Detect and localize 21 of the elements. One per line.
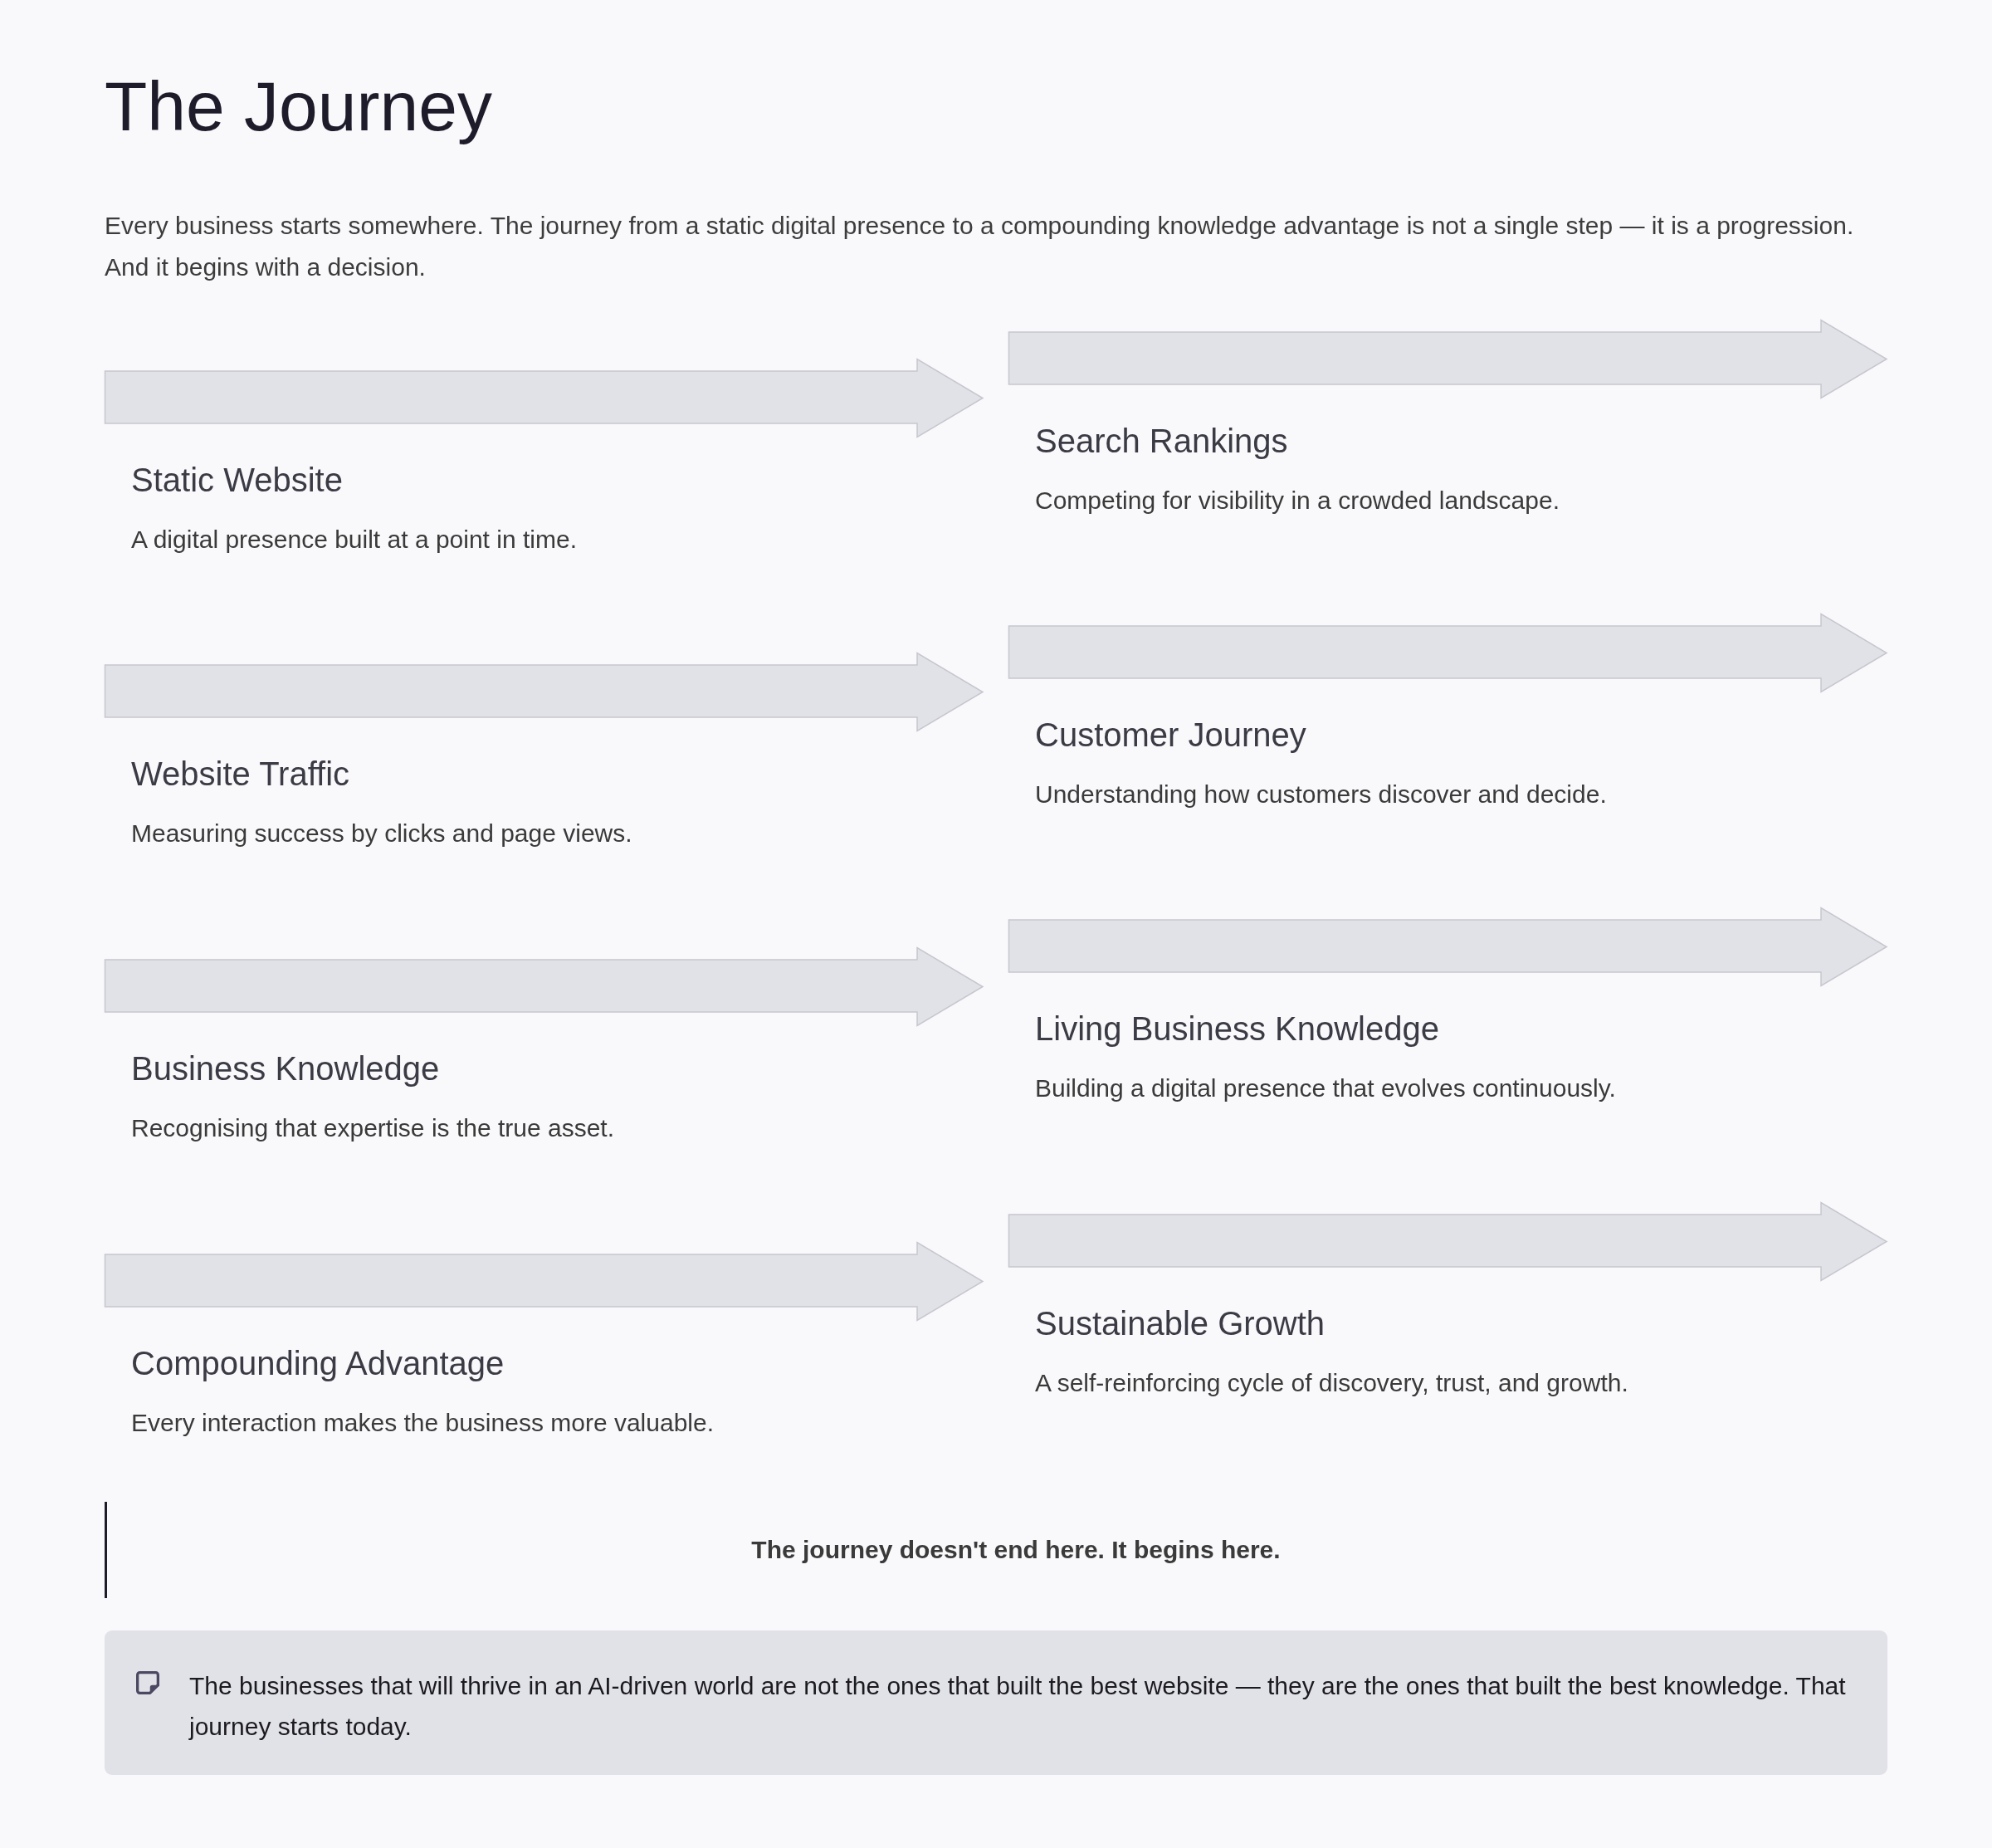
step-title: Business Knowledge <box>131 1049 440 1088</box>
step-title: Living Business Knowledge <box>1035 1010 1439 1049</box>
page-title: The Journey <box>105 66 492 147</box>
step-description: A self-reinforcing cycle of discovery, trust, and growth. <box>1035 1368 1628 1398</box>
step-description: Recognising that expertise is the true asset. <box>131 1113 614 1143</box>
step-title: Compounding Advantage <box>131 1344 505 1383</box>
step-title: Static Website <box>131 461 343 500</box>
step-description: Measuring success by clicks and page views. <box>131 819 632 848</box>
step-title: Customer Journey <box>1035 716 1306 755</box>
step-description: Understanding how customers discover and decide. <box>1035 780 1607 809</box>
step-title: Search Rankings <box>1035 422 1288 461</box>
callout-text: The businesses that will thrive in an AI-driven world are not the ones that built the best website — they are the ones that built the best knowledge. That journey starts today. <box>189 1671 1847 1742</box>
step-description: Competing for visibility in a crowded landscape. <box>1035 486 1560 516</box>
callout-box <box>105 1630 1887 1775</box>
step-description: Every interaction makes the business more valuable. <box>131 1408 714 1438</box>
step-description: Building a digital presence that evolves continuously. <box>1035 1073 1616 1103</box>
step-title: Website Traffic <box>131 755 350 794</box>
intro-paragraph: Every business starts somewhere. The journey from a static digital presence to a compounding knowledge advantage is not a single step — it is a progression. And it begins with a decision. <box>105 211 1855 282</box>
step-title: Sustainable Growth <box>1035 1304 1326 1343</box>
step-description: A digital presence built at a point in time. <box>131 525 577 555</box>
quote-text: The journey doesn't end here. It begins here. <box>751 1536 1281 1563</box>
